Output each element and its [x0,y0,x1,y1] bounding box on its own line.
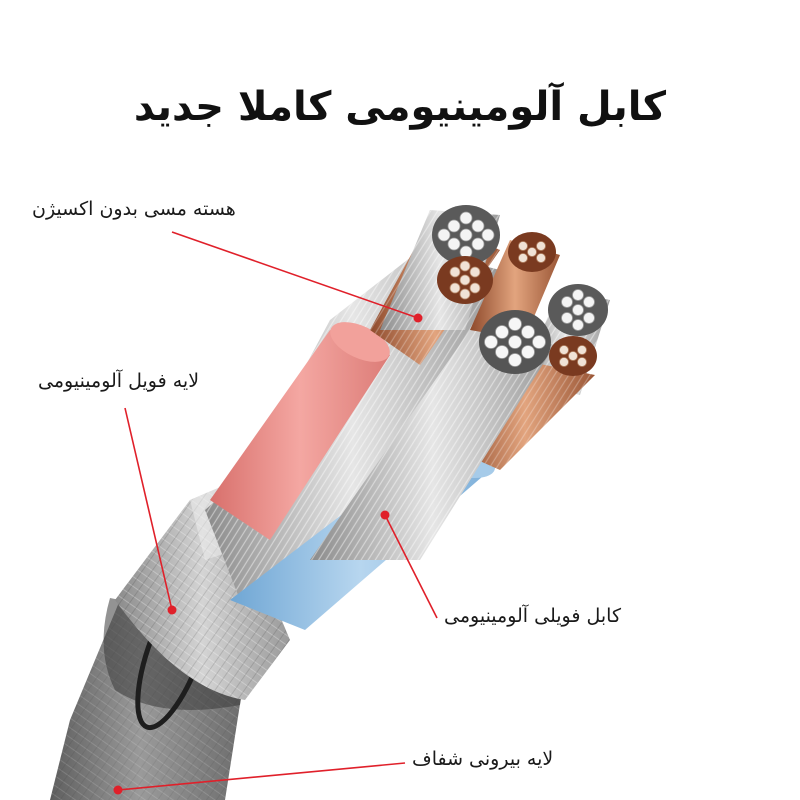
leader-core [171,231,419,319]
end-face-copper-back [508,232,556,272]
label-oxygen-free-copper-core: هسته مسی بدون اکسیژن [32,198,236,220]
front-aluminum-conductor [310,330,555,560]
leader-foil-cable-dot [380,510,390,520]
end-face-copper-left [437,256,493,304]
end-face-right [548,284,608,336]
leader-foil-cable [384,514,438,619]
page-title: کابل آلومینیومی کاملا جدید [133,84,667,130]
leader-outer [117,762,406,791]
label-aluminum-foil-layer: لایه فویل آلومینیومی [38,370,200,392]
end-face-front [479,310,551,374]
leader-core-dot [413,313,423,323]
label-transparent-outer-layer: لایه بیرونی شفاف [412,748,554,770]
end-face-copper-right [549,336,597,376]
leader-outer-dot [113,785,123,795]
leader-foil-layer-dot [167,605,177,615]
leader-foil-layer [124,407,173,611]
strand-end-faces [432,205,608,376]
label-aluminum-foil-cable: کابل فویلی آلومینیومی [444,605,621,627]
leader-lines [113,231,438,795]
end-face-top-left [432,205,500,265]
